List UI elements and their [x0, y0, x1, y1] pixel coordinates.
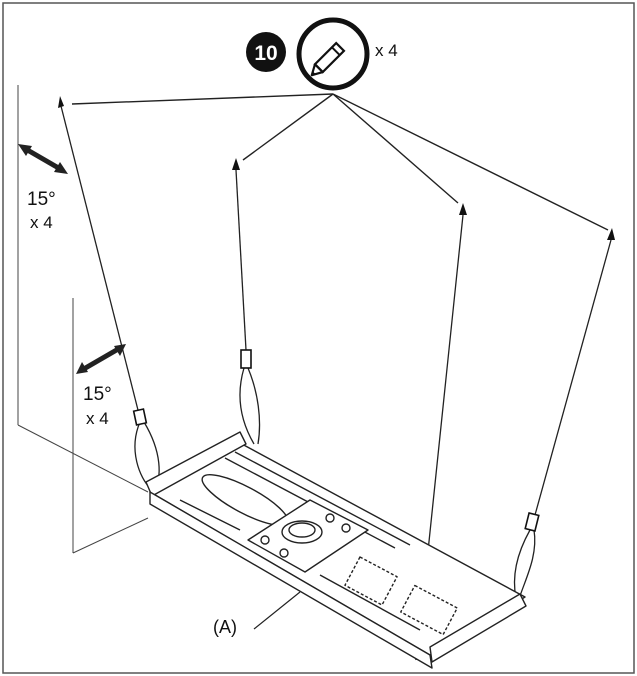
- marking-lines: [71, 93, 609, 231]
- arrow-head: [58, 96, 64, 108]
- mounting-hole: [260, 535, 270, 545]
- part-label-a: (A): [213, 591, 301, 637]
- center-collar-inner: [288, 522, 316, 538]
- mounting-hole: [325, 513, 335, 523]
- step-header: 10 x 4: [246, 17, 398, 91]
- angle-count-upper: x 4: [30, 213, 53, 232]
- mounting-tray: [145, 431, 527, 669]
- arrow-head: [607, 228, 615, 240]
- reference-lines: [17, 85, 149, 554]
- tray-end-right: [429, 593, 527, 663]
- cable-clamp: [524, 512, 540, 532]
- mounting-hole: [279, 548, 289, 558]
- knockout-pattern: [400, 584, 458, 636]
- tool-circle: [296, 17, 370, 91]
- cable-clamp: [132, 408, 148, 426]
- step-number-badge: [246, 32, 286, 72]
- part-label-text: (A): [213, 617, 237, 637]
- tray-front-rail: [149, 491, 433, 669]
- arrow-head: [459, 203, 467, 215]
- anchor-arrows: [58, 96, 615, 240]
- step-number: 10: [254, 42, 277, 65]
- angle-indicator-lower: 15° x 4: [76, 344, 126, 428]
- angle-degrees-lower: 15°: [83, 384, 112, 405]
- step-quantity: x 4: [375, 41, 398, 60]
- knockout-pattern: [344, 556, 398, 606]
- arrow-head: [232, 158, 240, 170]
- cable-clamp: [240, 349, 252, 369]
- mounting-hole: [341, 523, 351, 533]
- angle-count-lower: x 4: [86, 409, 109, 428]
- pencil-icon: [310, 41, 346, 77]
- angle-indicator-upper: 15° x 4: [18, 144, 68, 232]
- angle-degrees-upper: 15°: [27, 189, 56, 210]
